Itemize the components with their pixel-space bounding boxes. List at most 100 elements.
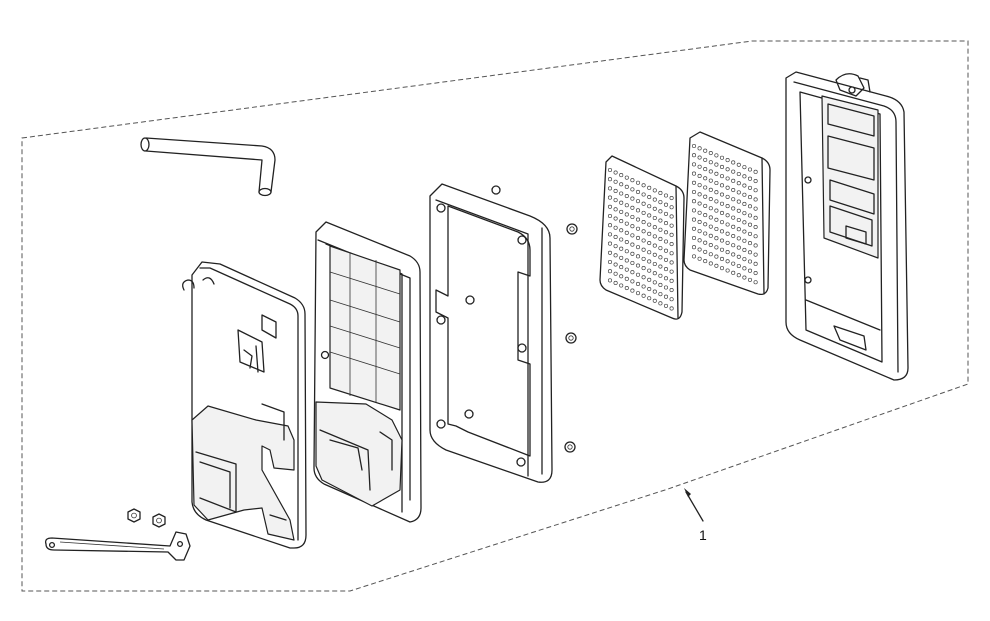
mounting-bracket — [44, 531, 191, 561]
gasket-nuts — [564, 223, 578, 453]
perforation-hole — [619, 219, 624, 224]
perforation-hole — [658, 264, 663, 269]
perforation-hole — [669, 196, 674, 201]
filter-gasket — [429, 183, 553, 483]
perforation-hole — [635, 199, 641, 204]
perforation-hole — [731, 261, 736, 266]
perforation-hole — [697, 210, 702, 215]
perforation-hole — [624, 276, 629, 281]
perforation-hole — [658, 190, 663, 196]
perforation-hole — [641, 256, 646, 261]
perforation-hole — [742, 211, 747, 216]
perforation-hole — [719, 174, 725, 179]
perforation-hole — [630, 178, 635, 183]
perforation-hole — [613, 271, 618, 276]
perforation-hole — [658, 246, 663, 251]
perforation-hole — [725, 259, 730, 264]
perforation-hole — [630, 214, 635, 220]
perforation-hole — [647, 296, 652, 301]
perforation-hole — [736, 190, 741, 195]
perforation-hole — [708, 252, 713, 257]
perforation-hole — [635, 226, 641, 231]
perforation-hole — [753, 243, 758, 248]
perforation-hole — [658, 273, 663, 278]
perforation-hole — [736, 236, 741, 241]
perforation-hole — [613, 253, 618, 258]
perforation-hole — [652, 215, 657, 221]
perforation-hole — [635, 281, 641, 287]
perforation-hole — [691, 235, 697, 241]
perforation-hole — [736, 217, 741, 223]
perforation-hole — [624, 267, 629, 272]
perforation-hole — [652, 243, 657, 248]
perforation-hole — [708, 215, 713, 220]
perforation-hole — [647, 231, 652, 236]
perforation-hole — [719, 183, 725, 188]
perforation-hole — [708, 261, 713, 266]
perforation-hole — [753, 270, 758, 276]
perforation-hole — [714, 236, 719, 241]
perforation-hole — [669, 287, 674, 293]
perforation-hole — [663, 276, 669, 281]
perforation-hole — [641, 210, 646, 215]
perforation-hole — [658, 209, 663, 214]
perforation-hole — [658, 282, 663, 288]
perforation-hole — [703, 222, 708, 227]
perforation-hole — [669, 214, 674, 219]
perforation-hole — [652, 206, 657, 211]
perforation-hole — [691, 153, 697, 158]
perforation-hole — [658, 236, 663, 242]
perforation-hole — [691, 199, 697, 204]
perforation-hole — [635, 208, 641, 213]
perforation-hole — [697, 164, 702, 169]
perforation-hole — [747, 204, 753, 209]
perforation-hole — [669, 278, 674, 283]
perforation-hole — [747, 167, 753, 172]
perforation-hole — [714, 217, 719, 222]
perforation-hole — [719, 238, 725, 243]
perforation-hole — [624, 175, 629, 180]
perforation-hole — [708, 151, 713, 156]
assembly-boundary — [21, 40, 969, 592]
perforation-hole — [691, 180, 697, 185]
perforation-hole — [691, 217, 697, 222]
perforation-hole — [697, 146, 702, 151]
perforation-hole — [641, 284, 646, 289]
perforation-hole — [613, 207, 618, 212]
perforation-hole — [607, 232, 613, 237]
perforation-hole — [714, 254, 719, 259]
perforation-hole — [691, 254, 697, 259]
perforation-hole — [619, 200, 624, 205]
perforation-hole — [714, 171, 719, 176]
perforation-hole — [753, 188, 758, 193]
perforation-hole — [753, 197, 758, 202]
perforation-hole — [619, 191, 624, 196]
perforation-hole — [619, 209, 624, 214]
perforation-hole — [708, 197, 713, 202]
callout-leader-1 — [684, 488, 704, 522]
perforation-hole — [719, 155, 725, 160]
perforation-hole — [669, 297, 674, 302]
perforation-hole — [719, 192, 725, 197]
perforation-hole — [624, 203, 629, 208]
perforation-hole — [703, 249, 708, 254]
perforation-hole — [742, 220, 747, 225]
perforation-hole — [663, 248, 669, 253]
perforation-hole — [619, 265, 624, 270]
perforation-hole — [663, 267, 669, 272]
perforation-hole — [669, 306, 674, 311]
perforation-hole — [747, 176, 753, 181]
perforation-hole — [607, 204, 613, 209]
perforation-hole — [647, 195, 652, 200]
perforation-hole — [703, 167, 708, 172]
perforation-hole — [725, 185, 730, 190]
perforation-hole — [719, 164, 725, 170]
perforation-hole — [607, 259, 613, 265]
perforation-hole — [663, 230, 669, 235]
perforation-hole — [708, 187, 713, 192]
perforation-hole — [647, 185, 652, 190]
perforation-hole — [669, 232, 674, 237]
perforation-hole — [663, 202, 669, 207]
perforation-hole — [731, 252, 736, 257]
